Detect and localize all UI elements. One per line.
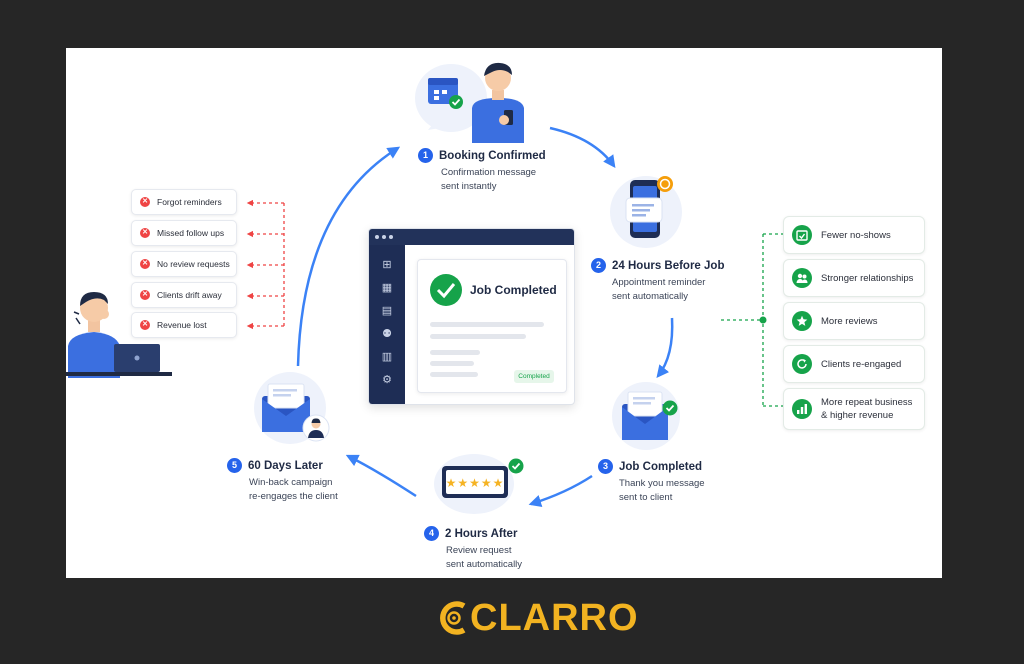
job-card-title: Job Completed — [470, 283, 557, 297]
check-circle-icon — [430, 274, 462, 306]
step4-title: 4 2 Hours After — [424, 526, 517, 541]
step4-title-text: 2 Hours After — [445, 527, 518, 540]
step4-number: 4 — [424, 526, 439, 541]
step1-illustration — [408, 58, 538, 143]
step3-number: 3 — [598, 459, 613, 474]
problem-label: Revenue lost — [157, 320, 207, 330]
dashboard-sidebar: ⊞ ▦ ▤ ⚉ ▥ ⚙ — [369, 245, 405, 404]
step3-title: 3 Job Completed — [598, 459, 702, 474]
arrow-step2-to-step3 — [656, 317, 674, 378]
benefit-item: More repeat business & higher revenue — [783, 388, 925, 430]
x-icon: ✕ — [140, 320, 150, 330]
step2-desc-line: Appointment reminder — [612, 277, 706, 288]
problem-label: Clients drift away — [157, 290, 222, 300]
benefit-item: Stronger relationships — [783, 259, 925, 297]
arrow-step5-to-step1 — [296, 146, 401, 367]
x-icon: ✕ — [140, 259, 150, 269]
benefit-item: Fewer no-shows — [783, 216, 925, 254]
benefit-label: More reviews — [821, 315, 878, 327]
workflow-panel: 1 Booking Confirmed Confirmation message… — [66, 48, 942, 578]
problem-item: ✕ Clients drift away — [131, 282, 237, 308]
arrow-step1-to-step2 — [549, 126, 616, 169]
benefit-item: More reviews — [783, 302, 925, 340]
step2-desc-line: sent automatically — [612, 291, 689, 302]
arrow-step3-to-step4 — [528, 474, 593, 507]
step1-desc: Confirmation message sent instantly — [441, 166, 536, 194]
step4-illustration: ★★★★★ — [430, 448, 526, 516]
step3-desc-line: sent to client — [619, 492, 673, 503]
benefit-item: Clients re-engaged — [783, 345, 925, 383]
step3-desc: Thank you message sent to client — [619, 477, 705, 505]
benefit-label: & higher revenue — [821, 410, 894, 421]
clipboard-icon[interactable]: ▤ — [381, 305, 393, 317]
step2-title-text: 24 Hours Before Job — [612, 259, 725, 272]
step1-desc-line: Confirmation message — [441, 167, 537, 178]
calendar-check-icon — [792, 225, 812, 245]
step5-desc-line: re-engages the client — [249, 491, 338, 502]
step5-desc: Win-back campaign re-engages the client — [249, 476, 338, 504]
users-icon[interactable]: ⚉ — [382, 328, 392, 340]
step5-desc-line: Win-back campaign — [249, 477, 333, 488]
gear-icon[interactable]: ⚙ — [382, 374, 392, 386]
people-icon — [792, 268, 812, 288]
brand-logo: CLARRO — [434, 596, 638, 640]
status-badge: Completed — [514, 370, 554, 383]
bar-chart-icon — [792, 399, 812, 419]
step3-illustration — [606, 380, 688, 452]
chart-icon[interactable]: ▥ — [381, 351, 393, 363]
star-icon — [792, 311, 812, 331]
job-card: Job Completed Completed — [417, 259, 567, 393]
benefit-label: Fewer no-shows — [821, 229, 891, 241]
problem-item: ✕ Missed follow ups — [131, 220, 237, 246]
step4-desc-line: sent automatically — [446, 559, 523, 570]
step5-illustration — [250, 370, 336, 450]
step5-title-text: 60 Days Later — [248, 459, 323, 472]
stressed-person-illustration — [66, 284, 174, 378]
grid-icon[interactable]: ⊞ — [382, 259, 392, 271]
cycle-arrows — [246, 126, 783, 507]
step5-title: 5 60 Days Later — [227, 458, 323, 473]
dashboard-window: ⊞ ▦ ▤ ⚉ ▥ ⚙ Job Completed Completed — [368, 228, 575, 405]
dashboard-titlebar — [369, 229, 574, 245]
problem-label: Forgot reminders — [157, 197, 222, 207]
step2-illustration — [606, 170, 688, 250]
problem-label: No review requests — [157, 259, 230, 269]
step3-desc-line: Thank you message — [619, 478, 705, 489]
step4-desc: Review request sent automatically — [446, 544, 522, 572]
brand-name: CLARRO — [470, 597, 639, 639]
refresh-icon — [792, 354, 812, 374]
problem-item: ✕ Forgot reminders — [131, 189, 237, 215]
step2-number: 2 — [591, 258, 606, 273]
calendar-icon[interactable]: ▦ — [381, 282, 393, 294]
benefit-label: Clients re-engaged — [821, 358, 902, 370]
problem-label: Missed follow ups — [157, 228, 225, 238]
target-logo-icon — [440, 601, 466, 635]
step2-title: 2 24 Hours Before Job — [591, 258, 724, 273]
benefit-label: Stronger relationships — [821, 272, 914, 284]
x-icon: ✕ — [140, 228, 150, 238]
svg-text:★★★★★: ★★★★★ — [446, 476, 505, 490]
step1-title: 1 Booking Confirmed — [418, 148, 546, 163]
step5-number: 5 — [227, 458, 242, 473]
step3-title-text: Job Completed — [619, 460, 703, 473]
arrow-step4-to-step5 — [345, 454, 417, 498]
problem-item: ✕ No review requests — [131, 251, 237, 277]
benefit-label: More repeat business — [821, 397, 913, 408]
step1-number: 1 — [418, 148, 433, 163]
problem-item: ✕ Revenue lost — [131, 312, 237, 338]
step4-desc-line: Review request — [446, 545, 512, 556]
x-icon: ✕ — [140, 290, 150, 300]
step2-desc: Appointment reminder sent automatically — [612, 276, 705, 304]
x-icon: ✕ — [140, 197, 150, 207]
step1-title-text: Booking Confirmed — [439, 149, 546, 162]
step1-desc-line: sent instantly — [441, 181, 497, 192]
